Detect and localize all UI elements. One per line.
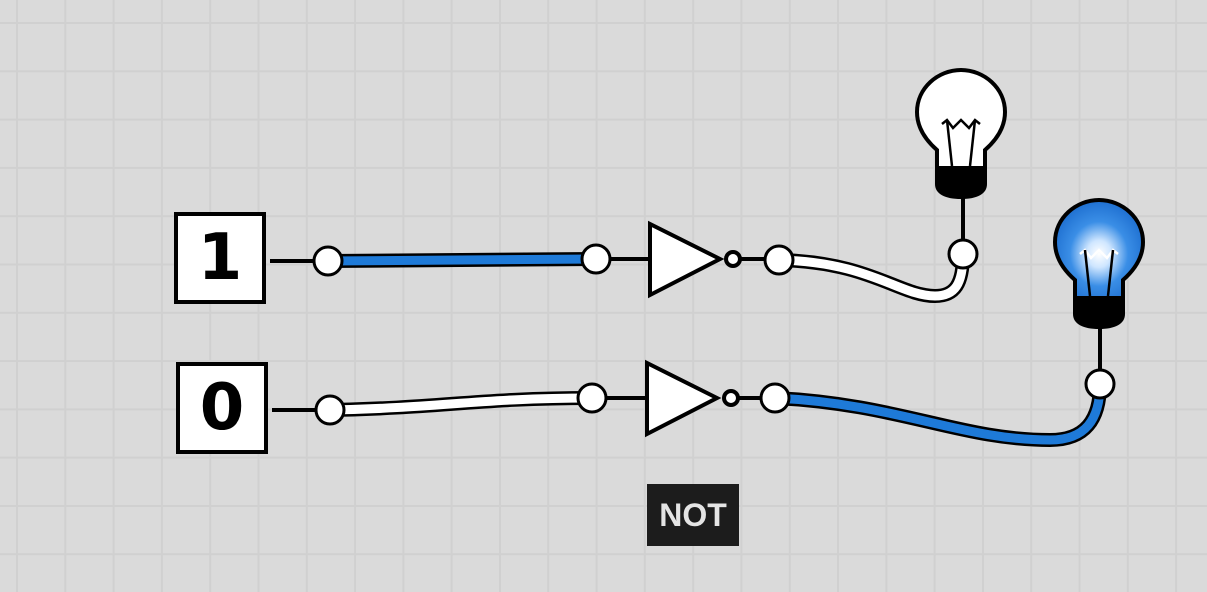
wire-switch-b-to-gate-2[interactable] <box>323 391 599 417</box>
node-gate-2-out[interactable] <box>759 382 791 414</box>
node-gate-1-in[interactable] <box>580 243 612 275</box>
light-bulb-2-on <box>1052 197 1146 329</box>
not-gate-1-bubble <box>724 250 742 268</box>
node-gate-1-out[interactable] <box>763 244 795 276</box>
not-gate-2[interactable] <box>645 359 740 438</box>
input-switch-a[interactable]: 1 <box>174 212 266 304</box>
not-gate-2-bubble <box>722 389 740 407</box>
not-gate-1[interactable] <box>648 220 742 299</box>
not-gate-1-body <box>648 220 725 299</box>
gate-label-not: NOT <box>647 484 739 546</box>
not-gate-2-body <box>645 359 722 438</box>
node-bulb-1-in[interactable] <box>947 238 979 270</box>
node-bulb-2-in[interactable] <box>1084 368 1116 400</box>
node-switch-b-out[interactable] <box>314 394 346 426</box>
wire-gate-1-to-bulb-1[interactable] <box>772 247 970 304</box>
wire-switch-a-to-gate-1[interactable] <box>321 252 603 268</box>
wire-gate-2-to-bulb-2[interactable] <box>768 377 1107 448</box>
light-bulb-1-off <box>914 67 1008 199</box>
node-switch-a-out[interactable] <box>312 245 344 277</box>
input-switch-b[interactable]: 0 <box>176 362 268 454</box>
node-gate-2-in[interactable] <box>576 382 608 414</box>
